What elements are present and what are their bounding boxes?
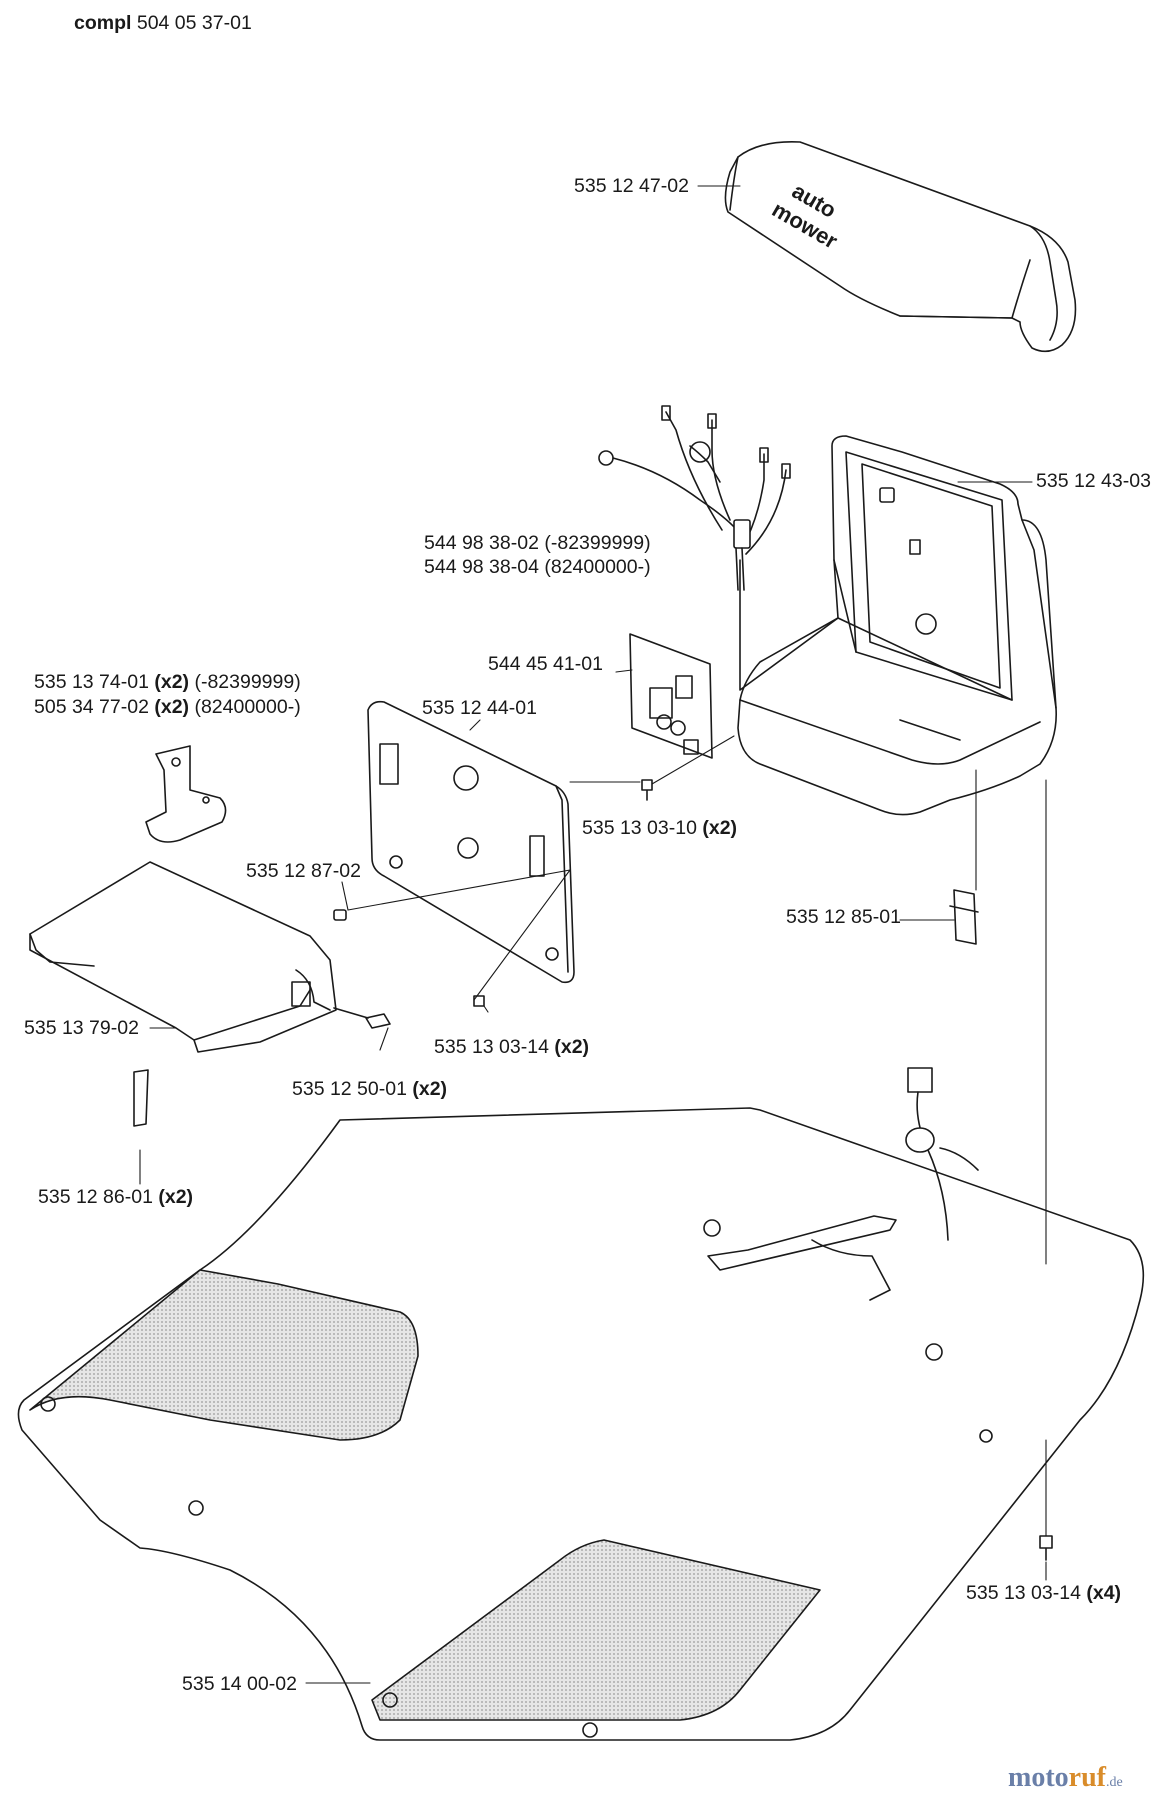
label-bracket-a: 535 13 74-01 (x2) (-82399999) xyxy=(34,671,301,693)
part-qty: (x2) xyxy=(412,1078,448,1100)
part-qty: (x4) xyxy=(1086,1582,1122,1604)
label-screw-pcb: 535 13 03-10 (x2) xyxy=(582,817,737,839)
part-number: 535 12 47-02 xyxy=(574,175,689,197)
part-qty: (x2) xyxy=(154,671,190,693)
label-bracket-b: 505 34 77-02 (x2) (82400000-) xyxy=(34,696,301,718)
part-number: 535 12 43-03 xyxy=(1036,470,1151,492)
cable-clip xyxy=(133,1069,149,1127)
part-note: (-82399999) xyxy=(194,671,301,693)
watermark-suffix: .de xyxy=(1105,1775,1123,1790)
watermark-logo: motoruf.de xyxy=(1008,1762,1123,1794)
assembly-number-value: 504 05 37-01 xyxy=(136,12,252,34)
part-number: 535 12 50-01 xyxy=(292,1078,407,1100)
part-number: 535 13 03-14 xyxy=(966,1582,1081,1604)
label-connector: 535 12 85-01 xyxy=(786,906,901,928)
part-number: 535 12 44-01 xyxy=(422,697,537,719)
label-pcb: 544 45 41-01 xyxy=(488,653,603,675)
watermark-part2: ruf xyxy=(1068,1762,1106,1793)
part-number: 535 13 03-10 xyxy=(582,817,697,839)
assembly-prefix: compl xyxy=(74,12,132,34)
bracket xyxy=(145,745,227,843)
part-number: 544 98 38-02 xyxy=(424,532,539,554)
label-pin: 535 12 50-01 (x2) xyxy=(292,1078,447,1100)
part-note: (82400000-) xyxy=(194,696,301,718)
part-number: 535 13 74-01 xyxy=(34,671,149,693)
label-screw-plate: 535 13 03-14 (x2) xyxy=(434,1036,589,1058)
part-qty: (x2) xyxy=(158,1186,194,1208)
part-number: 535 13 79-02 xyxy=(24,1017,139,1039)
pcb-board xyxy=(629,633,713,759)
wire-guide xyxy=(29,861,337,1053)
base-plate xyxy=(17,1107,1145,1741)
top-cover xyxy=(724,140,1077,353)
part-number: 544 45 41-01 xyxy=(488,653,603,675)
label-baseplate: 535 14 00-02 xyxy=(182,1673,297,1695)
label-screw-base: 535 13 03-14 (x4) xyxy=(966,1582,1121,1604)
label-guide: 535 13 79-02 xyxy=(24,1017,139,1039)
station-housing xyxy=(737,435,1057,816)
part-note: (-82399999) xyxy=(544,532,651,554)
part-qty: (x2) xyxy=(154,696,190,718)
label-plug: 535 12 87-02 xyxy=(246,860,361,882)
part-qty: (x2) xyxy=(554,1036,590,1058)
guide-pin xyxy=(333,1007,391,1029)
label-harness-a: 544 98 38-02 (-82399999) xyxy=(424,532,651,554)
part-number: 505 34 77-02 xyxy=(34,696,149,718)
part-number: 544 98 38-04 xyxy=(424,556,539,578)
label-plate: 535 12 44-01 xyxy=(422,697,537,719)
mounting-plate xyxy=(367,700,575,984)
part-number: 535 12 86-01 xyxy=(38,1186,153,1208)
screw-base xyxy=(1039,1535,1053,1561)
part-note: (82400000-) xyxy=(544,556,651,578)
assembly-number: compl 504 05 37-01 xyxy=(74,12,252,35)
label-clip: 535 12 86-01 (x2) xyxy=(38,1186,193,1208)
part-number: 535 12 87-02 xyxy=(246,860,361,882)
watermark-part1: moto xyxy=(1008,1762,1069,1793)
part-qty: (x2) xyxy=(702,817,738,839)
leader-lines xyxy=(139,185,1047,1684)
screw-pcb xyxy=(641,779,653,801)
base-cable xyxy=(905,1067,979,1241)
label-cover: 535 12 47-02 xyxy=(574,175,689,197)
plug-part xyxy=(333,909,347,921)
wiring-harness xyxy=(598,405,839,691)
part-number: 535 13 03-14 xyxy=(434,1036,549,1058)
connector-part xyxy=(949,889,979,945)
label-housing: 535 12 43-03 xyxy=(1036,470,1151,492)
label-harness-b: 544 98 38-04 (82400000-) xyxy=(424,556,651,578)
part-number: 535 14 00-02 xyxy=(182,1673,297,1695)
part-number: 535 12 85-01 xyxy=(786,906,901,928)
